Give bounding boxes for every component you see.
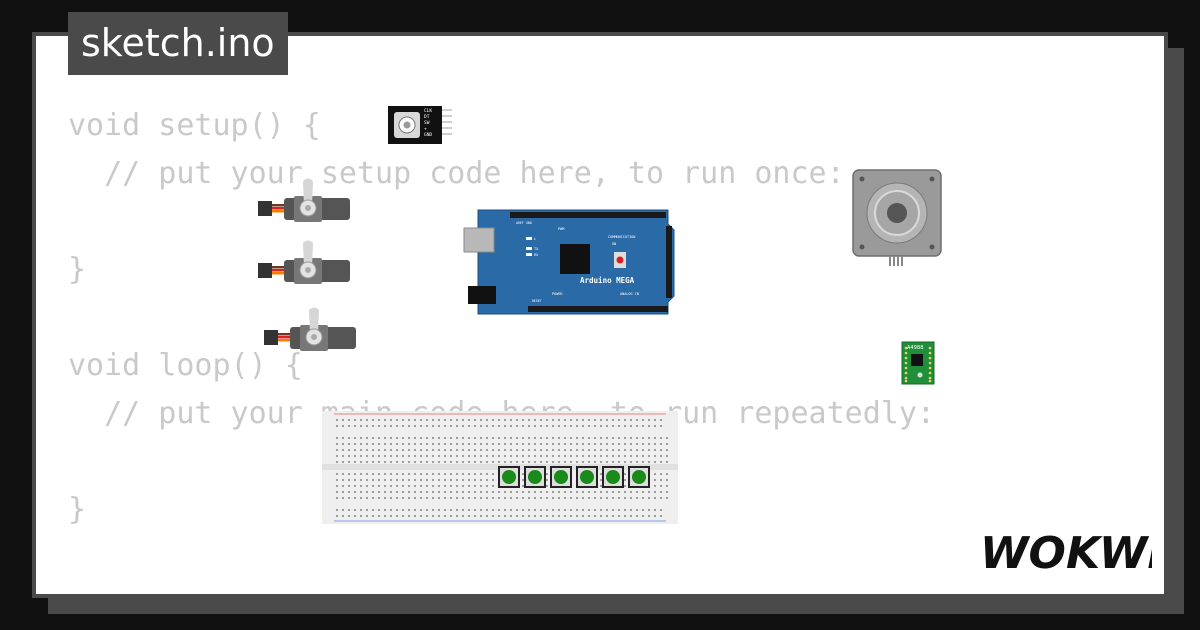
breadboard[interactable] <box>322 411 678 524</box>
rotary-encoder[interactable]: CLK DT SW + GND <box>388 104 454 146</box>
servo-wire <box>278 336 292 339</box>
driver-pcb <box>901 341 935 385</box>
power-rail-top <box>334 415 666 427</box>
encoder-pin-label: GND <box>424 132 432 138</box>
encoder-pin-label: DT <box>424 114 430 120</box>
push-button[interactable] <box>550 466 572 488</box>
pin-label: RESET <box>532 299 542 303</box>
pin-label: PWM <box>558 227 564 231</box>
pin-label: L <box>534 237 536 241</box>
code-line: } <box>68 492 87 527</box>
push-button[interactable] <box>602 466 624 488</box>
servo-wire <box>272 204 286 207</box>
code-line: void loop() { <box>68 348 303 383</box>
driver-potentiometer <box>917 372 923 378</box>
driver-label: A4988 <box>907 345 924 351</box>
servo-wire <box>272 269 286 272</box>
header-top <box>510 212 666 218</box>
pin-label: COMMUNICATION <box>608 235 635 239</box>
stepper-screw <box>859 244 865 250</box>
push-button[interactable] <box>498 466 520 488</box>
servo-connector <box>258 201 272 216</box>
servo-screw <box>305 267 311 273</box>
driver-chip <box>911 354 923 366</box>
servo-wire <box>278 339 292 342</box>
a4988-driver[interactable]: A4988 <box>900 340 936 386</box>
header-side <box>666 226 672 298</box>
stepper-screw <box>929 176 935 182</box>
arduino-mega-board[interactable]: Arduino MEGA AREF GND PWM COMMUNICATION … <box>462 208 676 316</box>
code-line: void setup() { <box>68 108 321 143</box>
stepper-shaft <box>887 203 907 223</box>
pin-label: ON <box>612 242 616 246</box>
encoder-pin-label: SW <box>424 120 430 126</box>
servo-wire <box>272 266 286 269</box>
reset-button-cap <box>616 256 624 264</box>
servo-connector <box>264 330 278 345</box>
servo-wire <box>278 333 292 336</box>
code-editor[interactable]: void setup() { // put your setup code he… <box>68 102 935 534</box>
push-button[interactable] <box>628 466 650 488</box>
push-button[interactable] <box>524 466 546 488</box>
servo-screw <box>311 334 317 340</box>
servo-horn <box>303 240 313 268</box>
servo-wire <box>272 272 286 275</box>
servo-wire <box>272 207 286 210</box>
wokwi-logo: WOKWI <box>980 528 1152 576</box>
pin-label: ANALOG IN <box>620 292 639 296</box>
header-bottom <box>528 306 668 312</box>
servo-screw <box>305 205 311 211</box>
mcu-chip <box>560 244 590 274</box>
push-button[interactable] <box>576 466 598 488</box>
pin-label: GND <box>526 221 532 225</box>
power-rail-bottom <box>334 507 666 519</box>
servo-motor[interactable] <box>262 305 362 355</box>
wokwi-logo-text: WOKWI <box>980 528 1152 576</box>
pin-label: POWER <box>552 292 563 296</box>
terminal-strip-top <box>332 433 668 464</box>
board-name: Arduino MEGA <box>580 276 635 285</box>
encoder-shaft <box>403 121 411 129</box>
servo-wire <box>272 210 286 213</box>
encoder-pin-label: + <box>424 127 427 132</box>
stepper-motor[interactable] <box>852 168 942 268</box>
pin-label: AREF <box>516 221 524 225</box>
code-line: } <box>68 252 87 287</box>
stepper-screw <box>929 244 935 250</box>
servo-motor[interactable] <box>256 238 356 288</box>
encoder-pin-label: CLK <box>424 108 432 114</box>
servo-motor[interactable] <box>256 176 356 226</box>
servo-horn <box>309 307 319 335</box>
power-jack <box>468 286 496 304</box>
servo-horn <box>303 178 313 206</box>
file-tab[interactable]: sketch.ino <box>68 12 288 75</box>
pin-label: TX <box>534 247 539 251</box>
pin-label: RX <box>534 253 539 257</box>
stepper-screw <box>859 176 865 182</box>
code-line: // put your setup code here, to run once… <box>68 156 845 191</box>
servo-connector <box>258 263 272 278</box>
usb-port <box>463 227 495 253</box>
